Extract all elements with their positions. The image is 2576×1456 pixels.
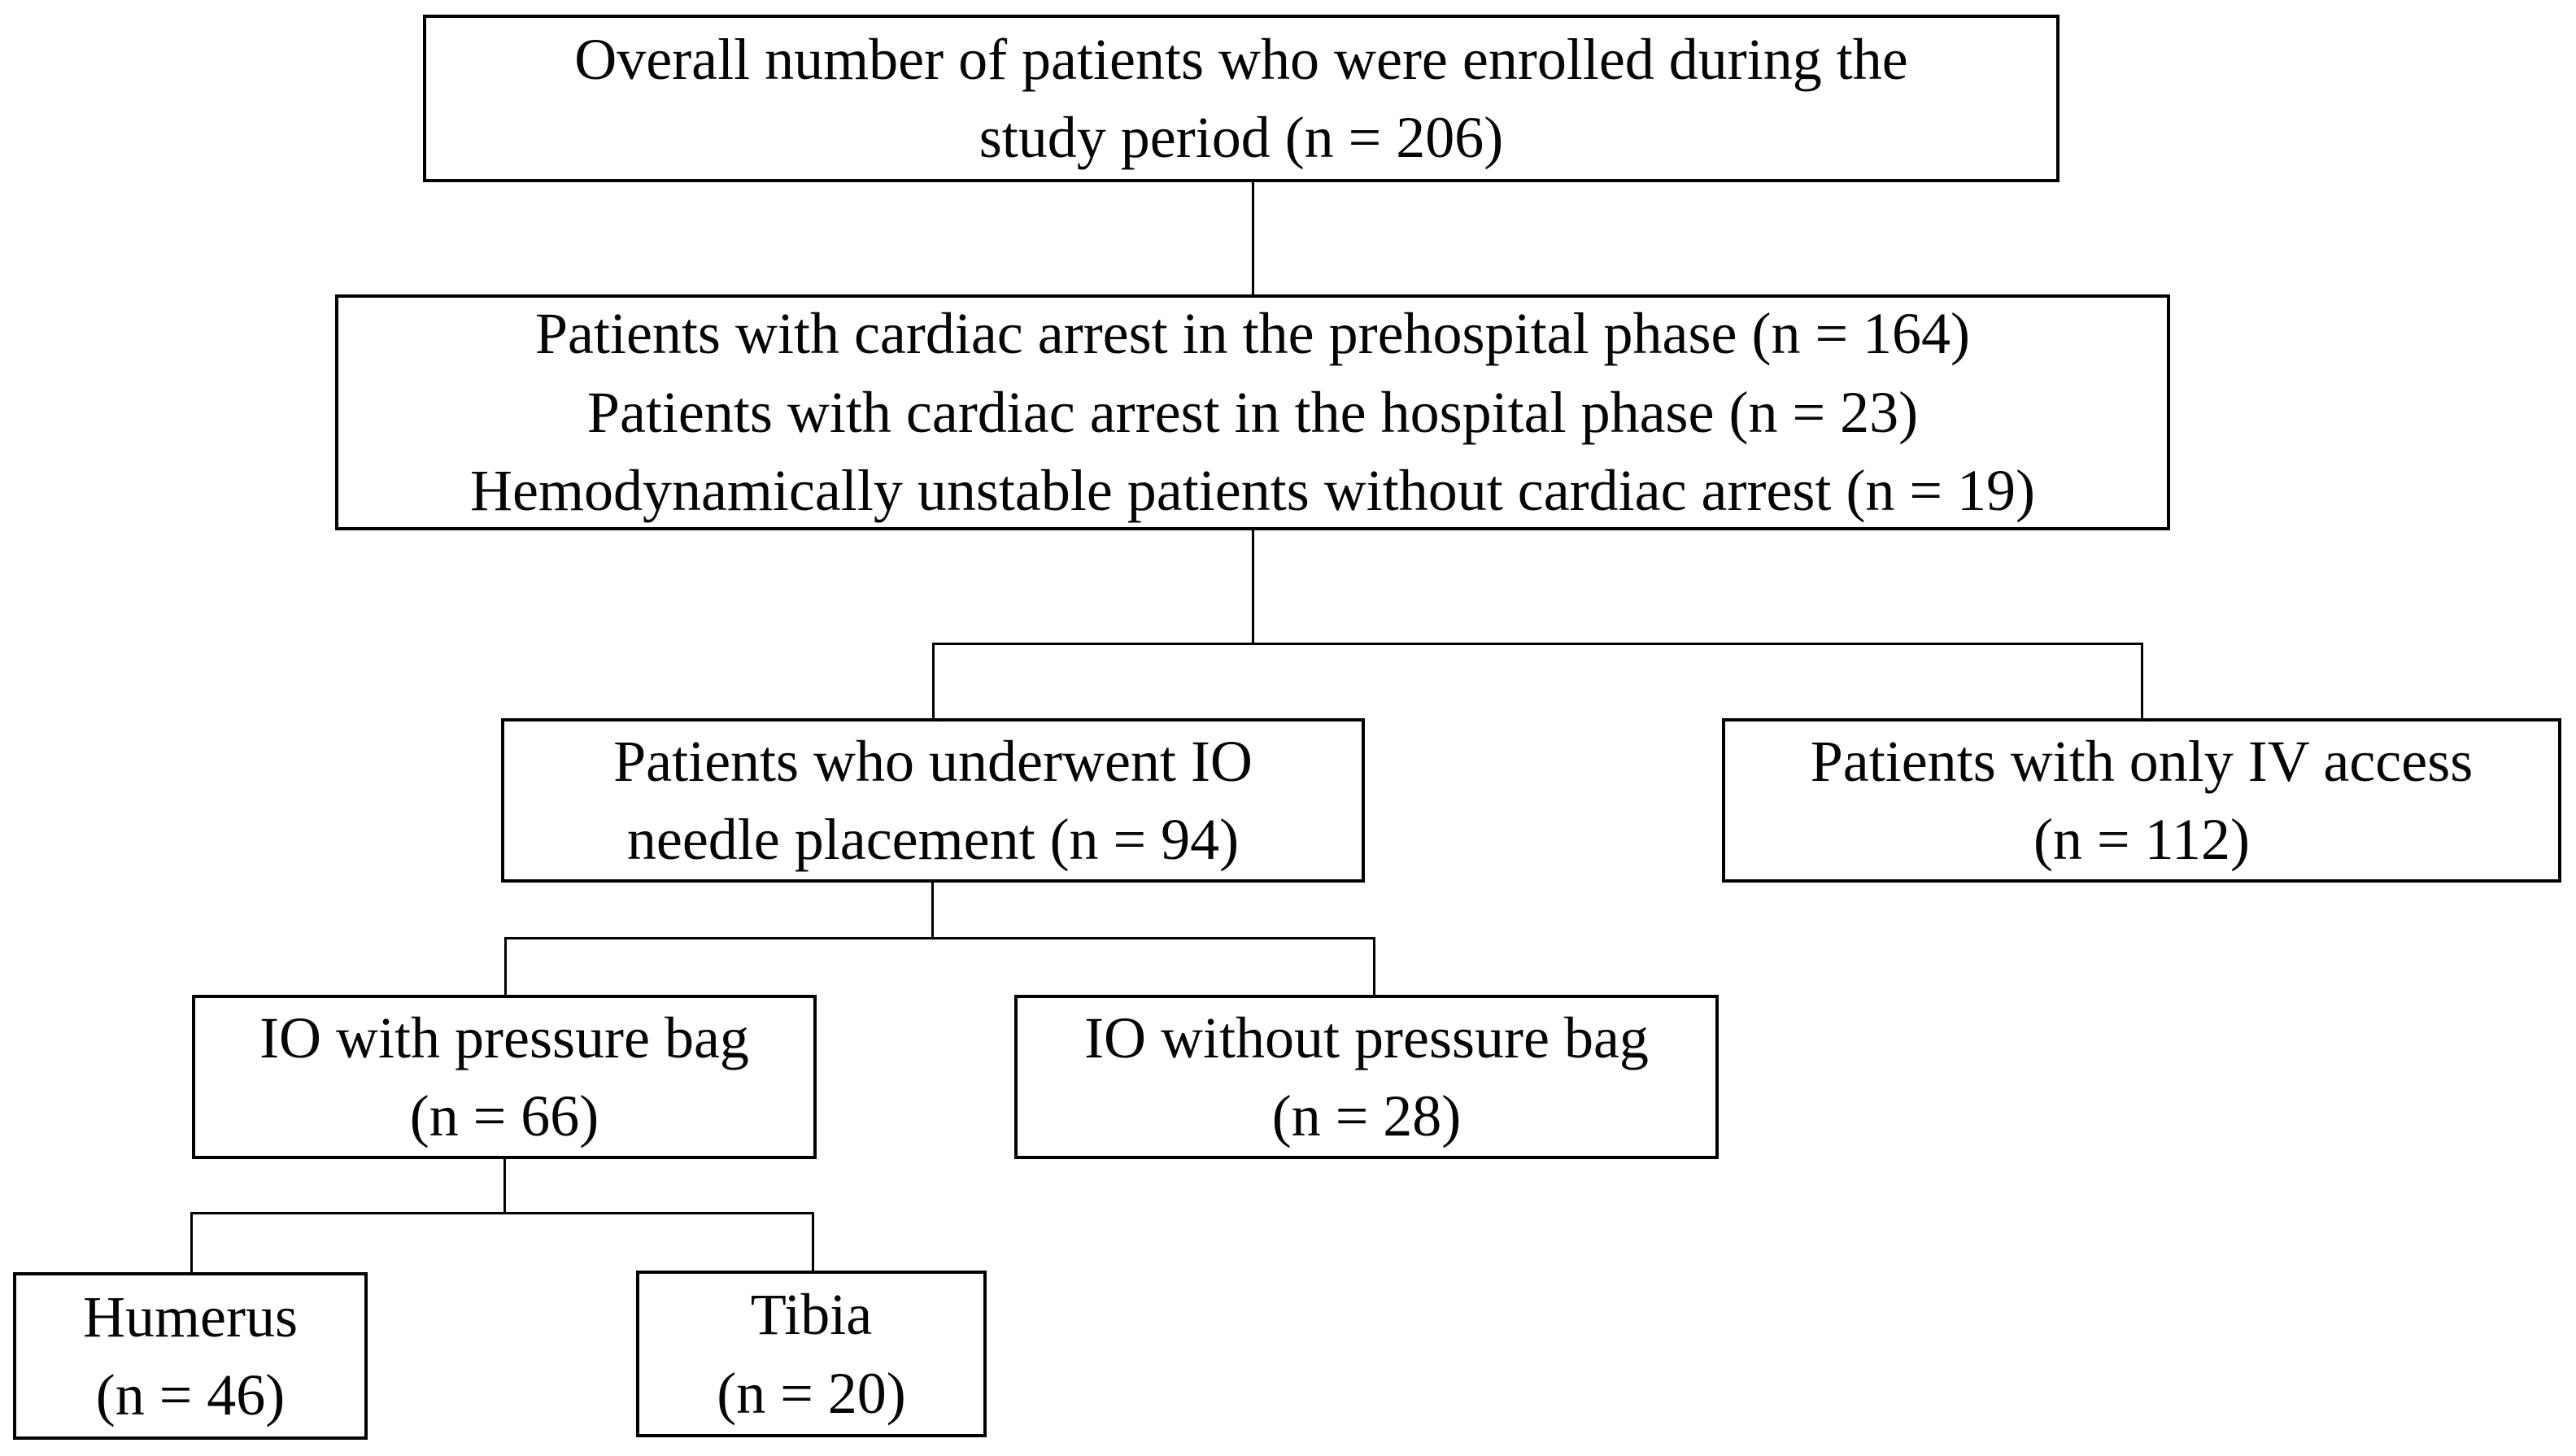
node-arrest-groups: Patients with cardiac arrest in the preh… [335, 294, 2170, 530]
node-enrolled: Overall number of patients who were enro… [423, 15, 2059, 182]
node-line: (n = 46) [95, 1362, 285, 1428]
connector-enrolled-to-arrest-groups [1252, 181, 1254, 296]
connector-drop-tibia [812, 1212, 814, 1272]
node-line: study period (n = 206) [979, 105, 1504, 170]
connector-level4-branch [504, 937, 1375, 939]
connector-drop-io-pressure [504, 937, 507, 996]
node-line: needle placement (n = 94) [626, 807, 1240, 872]
node-line: (n = 112) [2033, 807, 2250, 872]
node-line: IO without pressure bag [1084, 1005, 1649, 1070]
node-line: (n = 28) [1271, 1083, 1462, 1149]
node-line: Humerus [83, 1284, 298, 1349]
node-tibia: Tibia (n = 20) [636, 1271, 987, 1437]
node-line: Patients with cardiac arrest in the hosp… [586, 379, 1919, 445]
node-io-pressure-bag: IO with pressure bag (n = 66) [192, 995, 817, 1159]
connector-drop-humerus [190, 1212, 193, 1274]
connector-io-pressure-stem [503, 1157, 506, 1214]
node-iv-only: Patients with only IV access (n = 112) [1722, 718, 2561, 883]
node-line: Patients with cardiac arrest in the preh… [534, 301, 1971, 367]
node-humerus: Humerus (n = 46) [13, 1272, 368, 1440]
connector-io-placement-stem [931, 881, 934, 939]
connector-level5-branch [190, 1212, 814, 1214]
connector-arrest-groups-stem [1252, 529, 1254, 644]
node-line: IO with pressure bag [259, 1005, 749, 1070]
node-line: Patients with only IV access [1810, 728, 2474, 794]
node-io-no-pressure-bag: IO without pressure bag (n = 28) [1014, 995, 1719, 1159]
node-line: (n = 20) [717, 1360, 906, 1426]
node-line: (n = 66) [409, 1083, 599, 1149]
node-line: Tibia [750, 1282, 873, 1348]
connector-drop-io-no-pressure [1373, 937, 1375, 996]
node-line: Hemodynamically unstable patients withou… [470, 458, 2035, 524]
node-line: Patients who underwent IO [613, 728, 1253, 794]
connector-level3-branch [932, 643, 2143, 645]
connector-drop-io-placement [932, 643, 935, 720]
node-io-placement: Patients who underwent IO needle placeme… [501, 718, 1365, 883]
connector-drop-iv-only [2141, 643, 2143, 720]
node-line: Overall number of patients who were enro… [574, 26, 1908, 92]
